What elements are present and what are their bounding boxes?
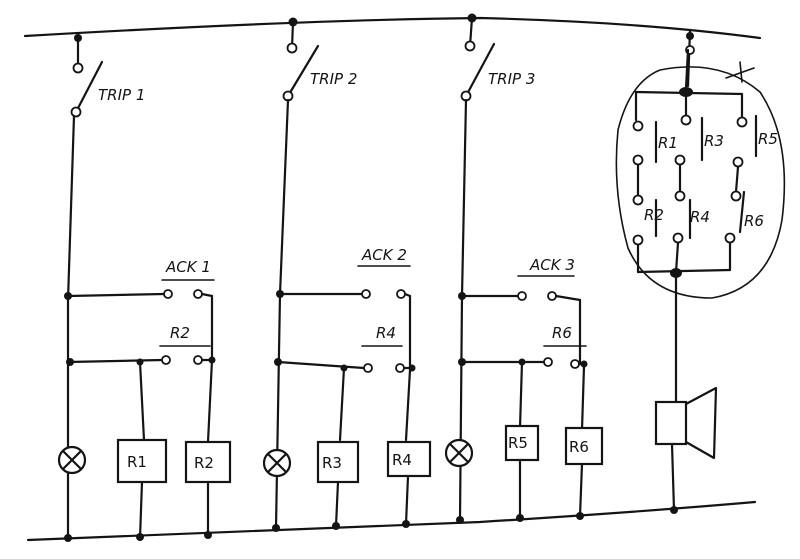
relay-label-r2: R2 — [194, 454, 214, 472]
hold-label-r6: R6 — [552, 324, 572, 342]
alarm-contact-label-r5: R5 — [758, 130, 778, 148]
alarm-speaker-cone — [684, 386, 718, 460]
hold-label-r4: R4 — [376, 324, 396, 342]
bottom-rail — [26, 500, 757, 542]
alarm-contact-label-r2: R2 — [644, 206, 664, 224]
top-rail — [23, 16, 762, 40]
relay-label-r6: R6 — [569, 438, 589, 456]
alarm-contact-label-r1: R1 — [658, 134, 678, 152]
relay-box-r6 — [564, 426, 604, 466]
alarm-speaker — [654, 400, 688, 446]
trip-3-switch-blade — [464, 42, 496, 98]
branch-3 — [444, 13, 604, 524]
trip-label-3: TRIP 3 — [488, 70, 535, 88]
trip-1-bottom-contact — [70, 106, 82, 118]
relay-label-r3: R3 — [322, 454, 342, 472]
relay-box-r5 — [504, 424, 540, 462]
ack-label-1: ACK 1 — [165, 258, 211, 276]
ack-label-2: ACK 2 — [361, 246, 407, 264]
relay-label-r4: R4 — [392, 451, 412, 469]
trip-1-top-contact — [72, 62, 84, 74]
branch-1 — [57, 34, 232, 542]
trip-2-switch-blade — [286, 44, 320, 98]
hold-label-r2: R2 — [170, 324, 190, 342]
alarm-contact-label-r4: R4 — [690, 208, 710, 226]
relay-box-r4 — [386, 440, 432, 478]
relay-label-r5: R5 — [508, 434, 528, 452]
contact-group-circle — [615, 66, 786, 299]
alarm-contact-label-r3: R3 — [704, 132, 724, 150]
trip-1-switch-blade — [74, 60, 104, 114]
alarm-branch — [615, 28, 786, 514]
ack-label-3: ACK 3 — [529, 256, 575, 274]
branch-2 — [262, 17, 432, 532]
relay-label-r1: R1 — [127, 453, 147, 471]
trip-label-2: TRIP 2 — [310, 70, 357, 88]
trip-label-1: TRIP 1 — [98, 86, 145, 104]
alarm-contact-label-r6: R6 — [744, 212, 764, 230]
